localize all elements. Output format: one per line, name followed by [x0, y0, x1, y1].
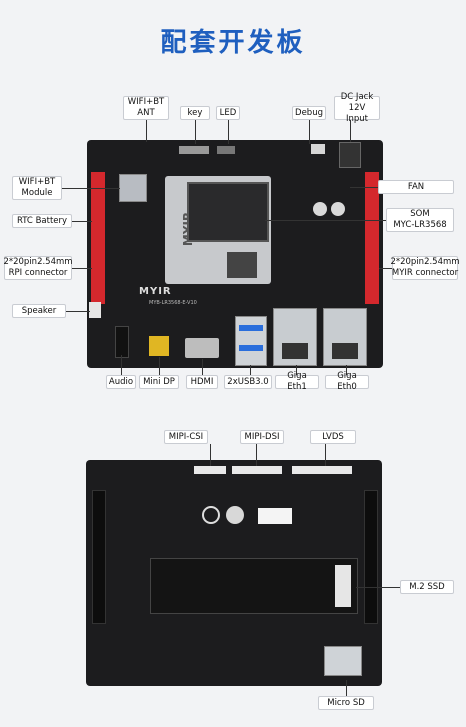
- label-mipi-dsi: MIPI-DSI: [240, 430, 284, 444]
- usb30-port: [235, 316, 267, 366]
- label-mipi-csi: MIPI-CSI: [164, 430, 208, 444]
- micro-sd-slot: [324, 646, 362, 676]
- lvds-connector: [292, 466, 352, 474]
- label-myir-connector: 2*20pin2.54mm MYIR connector: [390, 256, 460, 280]
- serial-sticker: [258, 508, 292, 524]
- mipi-csi-connector: [194, 466, 226, 474]
- page-title: 配套开发板: [160, 28, 306, 58]
- mipi-dsi-connector: [232, 466, 282, 474]
- label-key: key: [180, 106, 210, 120]
- label-audio: Audio: [106, 375, 136, 389]
- back-board: [86, 460, 382, 686]
- mini-dp-port: [149, 336, 169, 356]
- qr-code-icon: [227, 252, 257, 278]
- myir-header: [365, 172, 379, 304]
- label-giga-eth1: Giga Eth1: [275, 371, 319, 392]
- soc-chip: [187, 182, 269, 242]
- label-m2-ssd: M.2 SSD: [400, 580, 454, 594]
- front-board: MYIR MYIR MYB-LR3568-E-V10: [87, 140, 383, 368]
- label-speaker: Speaker: [12, 304, 66, 318]
- capacitor: [331, 202, 345, 216]
- label-lvds: LVDS: [310, 430, 356, 444]
- label-wifi-module: WIFI+BT Module: [12, 176, 62, 200]
- label-debug: Debug: [292, 106, 326, 120]
- dc-jack: [339, 142, 361, 168]
- label-micro-sd: Micro SD: [318, 696, 374, 710]
- label-hdmi: HDMI: [186, 375, 218, 389]
- speaker-connector: [89, 302, 101, 318]
- eth0-port: [323, 308, 367, 366]
- label-giga-eth0: Giga Eth0: [325, 371, 369, 392]
- capacitor: [313, 202, 327, 216]
- label-dc-jack: DC Jack 12V Input: [334, 92, 380, 124]
- board-logo: MYIR: [139, 286, 172, 297]
- label-som: SOM MYC-LR3568: [386, 208, 454, 232]
- back-header-left: [92, 490, 106, 624]
- eth1-port: [273, 308, 317, 366]
- label-wifi-ant: WIFI+BT ANT: [123, 96, 169, 120]
- debug-port: [311, 144, 325, 154]
- label-fan: FAN: [378, 180, 454, 194]
- label-mini-dp: Mini DP: [139, 375, 179, 389]
- no-symbol-icon: [202, 506, 220, 524]
- audio-jack: [115, 326, 129, 358]
- label-led: LED: [216, 106, 240, 120]
- rpi-header: [91, 172, 105, 304]
- hdmi-port: [185, 338, 219, 358]
- back-header-right: [364, 490, 378, 624]
- key-buttons: [179, 146, 209, 154]
- warning-icon: [226, 506, 244, 524]
- led-indicators: [217, 146, 235, 154]
- m2-ssd-slot: [150, 558, 358, 614]
- label-rpi-connector: 2*20pin2.54mm RPI connector: [3, 256, 73, 280]
- label-usb30: 2xUSB3.0: [224, 375, 272, 389]
- board-model: MYB-LR3568-E-V10: [149, 300, 197, 306]
- label-rtc-battery: RTC Battery: [12, 214, 72, 228]
- wifi-module: [119, 174, 147, 202]
